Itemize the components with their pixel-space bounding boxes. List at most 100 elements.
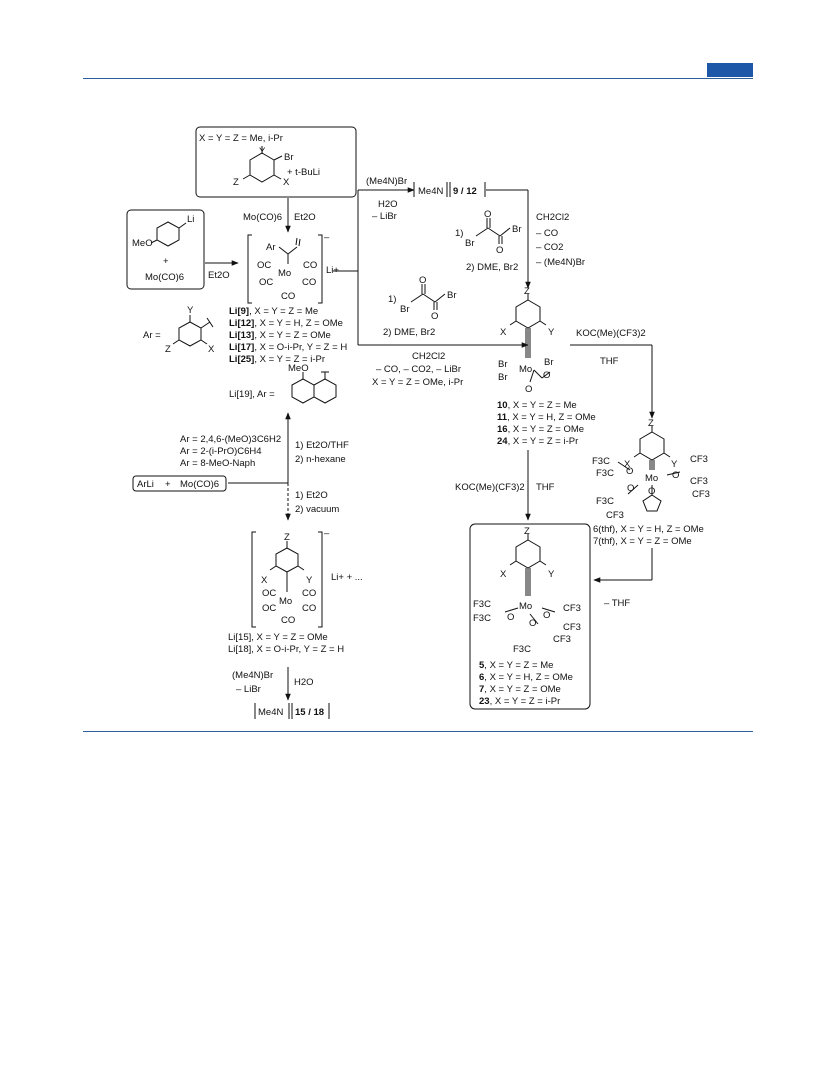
arli-box <box>132 475 227 492</box>
thf-X: X <box>624 459 631 470</box>
label-et2o2: 1) Et2O <box>295 490 328 501</box>
thf-o2: O <box>672 470 679 481</box>
thf-Y: Y <box>671 459 678 470</box>
dme-X: X <box>500 327 507 338</box>
aryl-charge: – <box>324 528 330 539</box>
ar-def-X: X <box>208 344 215 355</box>
final-cf3-1: CF3 <box>563 603 581 614</box>
salt1-cation: Me4N <box>418 186 443 197</box>
ar-def-Y: Y <box>187 305 194 316</box>
thf-f3c3: F3C <box>596 496 614 507</box>
li-item-12: Li[12], X = Y = H, Z = OMe <box>229 318 343 329</box>
label-thf2: THF <box>536 482 555 493</box>
final-f3c1: F3C <box>473 599 491 610</box>
label-libr: – LiBr <box>372 211 397 222</box>
final-item-7: 7, X = Y = Z = OMe <box>479 684 561 695</box>
thf-item-6: 6(thf), X = Y = H, Z = OMe <box>593 524 704 535</box>
bottom-rule <box>83 731 753 732</box>
label-step2: 2) DME, Br2 <box>466 262 518 273</box>
final-X: X <box>500 569 507 580</box>
final-item-5: 5, X = Y = Z = Me <box>479 660 553 671</box>
final-f3c3: F3C <box>513 644 531 655</box>
oxalyl-br2: Br <box>512 224 522 235</box>
acyl-oc1: OC <box>257 260 271 271</box>
acyl-co2: CO <box>302 277 316 288</box>
aryl-oc2: OC <box>262 603 276 614</box>
dme-Y: Y <box>548 327 555 338</box>
dme-item-11: 11, X = Y = H, Z = OMe <box>497 412 596 423</box>
label-kocme: KOC(Me)(CF3)2 <box>576 328 646 339</box>
oxalyl2-br2: Br <box>447 290 457 301</box>
dme-br1: Br <box>498 359 508 370</box>
label-h2o2: H2O <box>294 677 314 688</box>
aryl-mo: Mo <box>279 596 292 607</box>
top-rule <box>83 78 753 79</box>
label-Z: Z <box>233 177 239 188</box>
final-mo: Mo <box>519 601 532 612</box>
label-minus-thf: – THF <box>604 598 630 609</box>
label-vacuum: 2) vacuum <box>295 504 339 515</box>
li-item-25: Li[25], X = Y = Z = i-Pr <box>229 354 325 365</box>
label-ch2cl2: CH2Cl2 <box>536 212 569 223</box>
li19-meo: MeO <box>288 363 309 374</box>
arli-moco: Mo(CO)6 <box>180 479 219 490</box>
label-plus: + <box>163 256 169 267</box>
thf-cf3-2: CF3 <box>690 476 708 487</box>
thf-o3: O <box>627 483 634 494</box>
label-step1: 1) <box>455 228 463 239</box>
final-cf3-2: CF3 <box>563 622 581 633</box>
aryl-Z: Z <box>284 532 290 543</box>
final-f3c2: F3C <box>473 613 491 624</box>
dme-o1: O <box>543 370 550 381</box>
acyl-ar: Ar <box>266 242 276 253</box>
label-mid-xyz: X = Y = Z = OMe, i-Pr <box>372 377 463 388</box>
final-box <box>469 523 591 710</box>
final-o1: O <box>507 612 514 623</box>
oxalyl2-br1: Br <box>400 304 410 315</box>
label-X: X <box>283 177 290 188</box>
box-top-line1: X = Y = Z = Me, i-Pr <box>199 133 283 144</box>
aryl-Y: Y <box>306 575 313 586</box>
label-libr2: – LiBr <box>236 684 261 695</box>
acyl-charge: – <box>324 232 330 243</box>
thf-Z: Z <box>648 418 654 429</box>
thf-item-7: 7(thf), X = Y = Z = OMe <box>593 536 692 547</box>
label-thf: THF <box>600 356 619 367</box>
oxalyl-o2: O <box>496 245 503 256</box>
aryl-X: X <box>261 575 268 586</box>
label-moco: Mo(CO)6 <box>145 272 184 283</box>
arli-plus: + <box>165 479 171 490</box>
li-item-13: Li[13], X = Y = Z = OMe <box>229 330 331 341</box>
final-o3: O <box>529 618 536 629</box>
dme-br2: Br <box>544 357 554 368</box>
label-moco6: Mo(CO)6 <box>243 212 282 223</box>
final-o2: O <box>543 610 550 621</box>
label-hexane: 2) n-hexane <box>295 454 346 465</box>
label-et2o-thf: 1) Et2O/THF <box>295 440 349 451</box>
ar-list-1: Ar = 2,4,6-(MeO)3C6H2 <box>180 434 281 445</box>
benzene-ring <box>249 152 275 183</box>
label-me4nbr-loss: – (Me4N)Br <box>536 257 585 268</box>
label-mid-step2: 2) DME, Br2 <box>383 327 435 338</box>
arli-text: ArLi <box>137 479 154 490</box>
aryl-co1: CO <box>302 588 316 599</box>
final-item-23: 23, X = Y = Z = i-Pr <box>479 696 560 707</box>
thf-mo: Mo <box>645 473 658 484</box>
label-co: – CO <box>536 228 558 239</box>
final-Y: Y <box>548 569 555 580</box>
dme-Z: Z <box>524 286 530 297</box>
label-mid-ch2cl2: CH2Cl2 <box>412 351 445 362</box>
label-et2o-left: Et2O <box>208 270 230 281</box>
label-me4nbr: (Me4N)Br <box>366 176 407 187</box>
final-Z: Z <box>524 526 530 537</box>
li19-label: Li[19], Ar = <box>229 389 275 400</box>
ar-def-label: Ar = <box>143 330 161 341</box>
aryl-co2: CO <box>302 603 316 614</box>
thf-o1: O <box>626 466 633 477</box>
oxalyl2-o2: O <box>431 311 438 322</box>
acyl-co1: CO <box>303 260 317 271</box>
acyl-li: Li+ <box>326 265 339 276</box>
salt2-label: 15 / 18 <box>295 707 324 718</box>
acyl-co3: CO <box>281 291 295 302</box>
